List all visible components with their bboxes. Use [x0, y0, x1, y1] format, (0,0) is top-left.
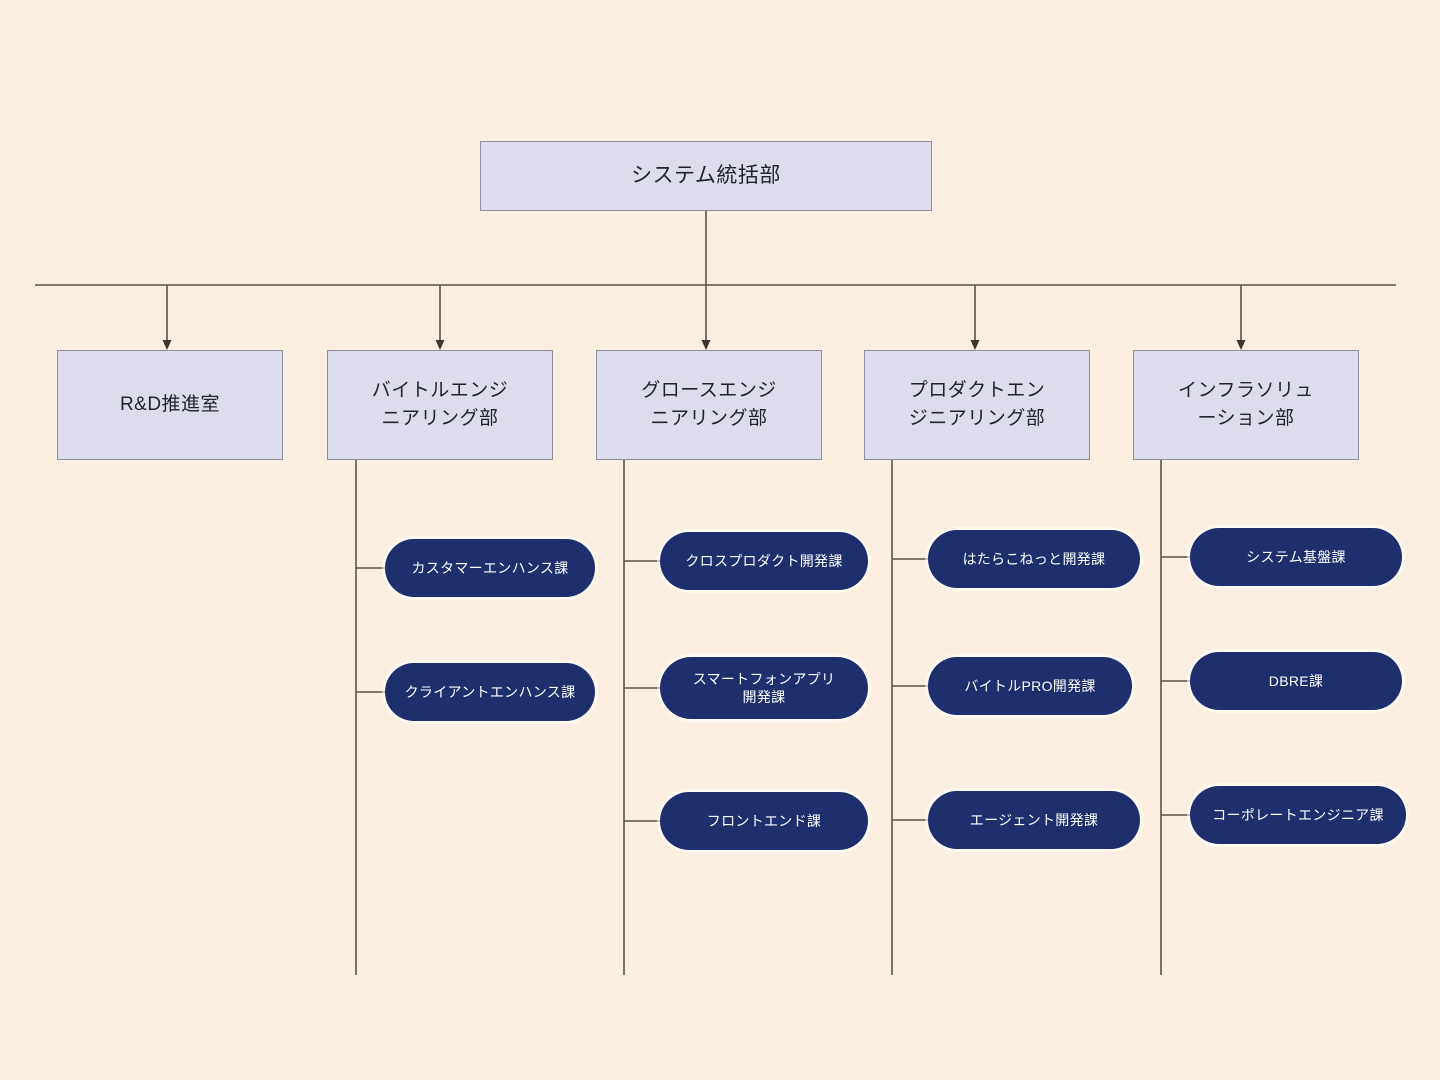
- root-node-system-control-division[interactable]: システム統括部: [480, 141, 932, 211]
- section-pill-agent-dev[interactable]: エージェント開発課: [928, 791, 1140, 849]
- department-box-growth-engineering[interactable]: グロースエンジ ニアリング部: [596, 350, 822, 460]
- connector-arrowheads: [162, 340, 1246, 350]
- section-pill-baitoru-pro-dev[interactable]: バイトルPRO開発課: [928, 657, 1132, 715]
- section-pill-dbre[interactable]: DBRE課: [1190, 652, 1402, 710]
- section-pill-frontend[interactable]: フロントエンド課: [660, 792, 868, 850]
- arrowhead-4: [1236, 340, 1246, 350]
- section-pill-customer-enhance[interactable]: カスタマーエンハンス課: [385, 539, 595, 597]
- department-box-rd-promotion-office[interactable]: R&D推進室: [57, 350, 283, 460]
- arrowhead-1: [435, 340, 445, 350]
- department-box-product-engineering[interactable]: プロダクトエン ジニアリング部: [864, 350, 1090, 460]
- arrowhead-3: [970, 340, 980, 350]
- section-pill-client-enhance[interactable]: クライアントエンハンス課: [385, 663, 595, 721]
- section-pill-hatarakonet-dev[interactable]: はたらこねっと開発課: [928, 530, 1140, 588]
- department-box-infra-solution[interactable]: インフラソリュ ーション部: [1133, 350, 1359, 460]
- section-pill-system-infrastructure[interactable]: システム基盤課: [1190, 528, 1402, 586]
- arrowhead-0: [162, 340, 172, 350]
- section-pill-corporate-engineer[interactable]: コーポレートエンジニア課: [1190, 786, 1406, 844]
- section-pill-smartphone-app-dev[interactable]: スマートフォンアプリ 開発課: [660, 657, 868, 719]
- department-box-baitoru-engineering[interactable]: バイトルエンジ ニアリング部: [327, 350, 553, 460]
- section-pill-cross-product-dev[interactable]: クロスプロダクト開発課: [660, 532, 868, 590]
- arrowhead-2: [701, 340, 711, 350]
